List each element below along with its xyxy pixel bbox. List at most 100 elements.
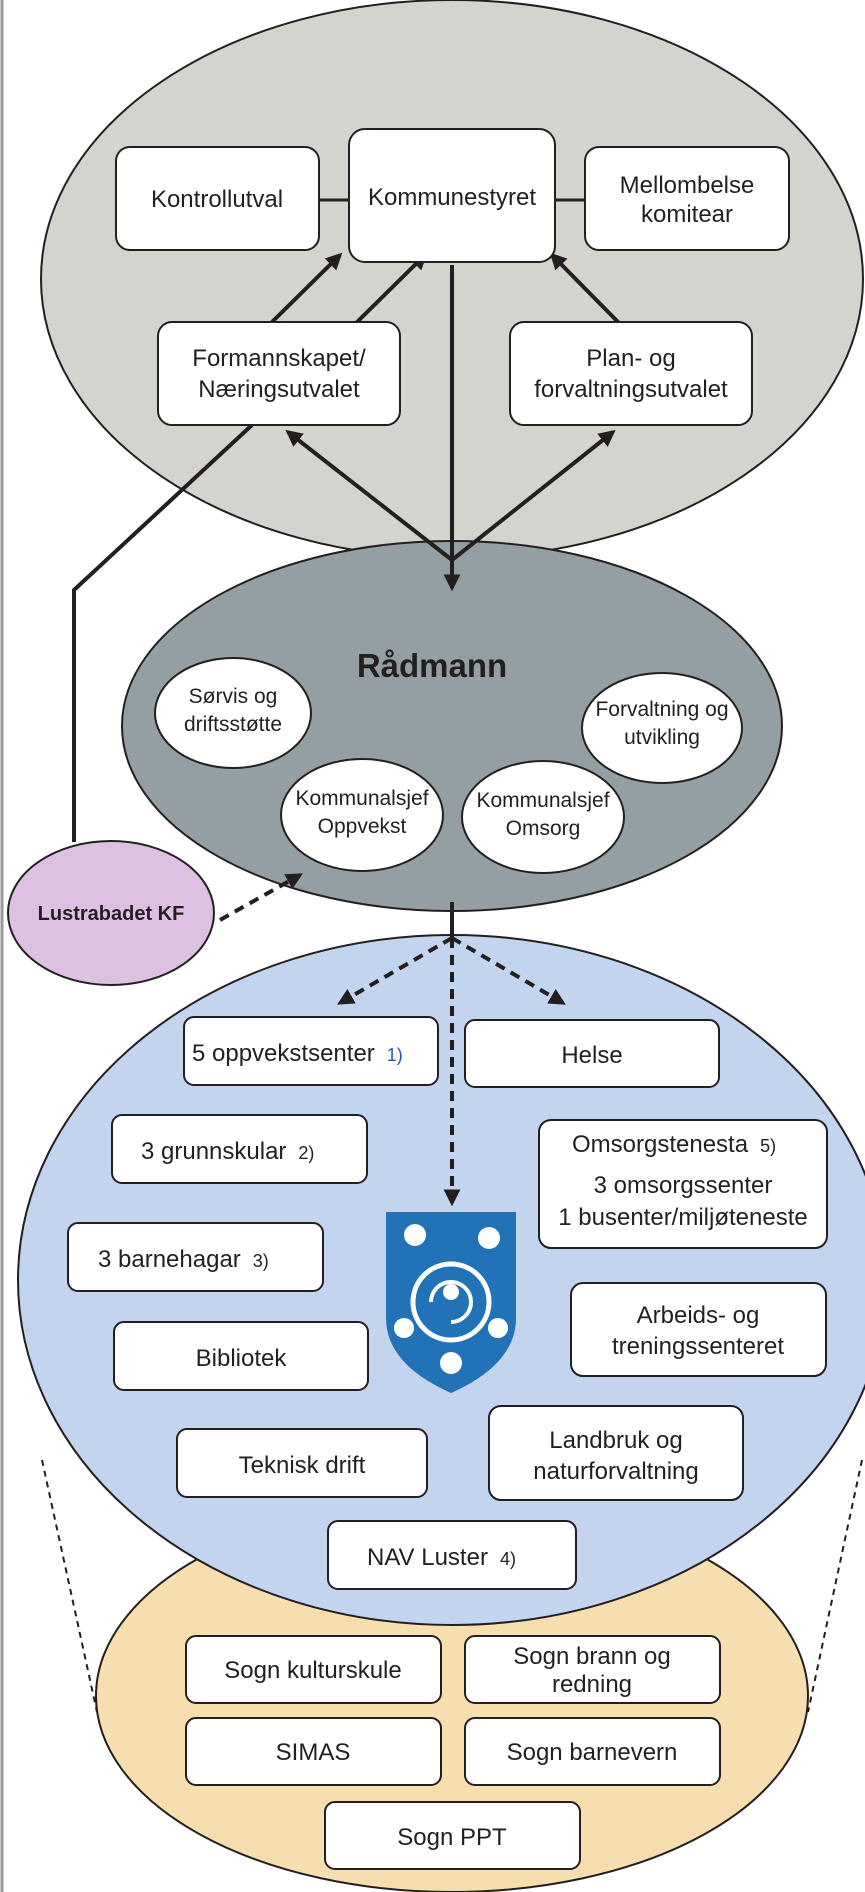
box-bibliotek: Bibliotek	[113, 1321, 369, 1391]
note-nav: 4)	[500, 1549, 516, 1569]
box-kontrollutval-rect	[115, 146, 320, 251]
label-omsorgstenesta-line1: Omsorgstenesta 5)	[572, 1131, 776, 1158]
label-kommunestyret: Kommunestyret	[368, 184, 536, 211]
ellipse-lustrabadet: Lustrabadet KF	[7, 840, 215, 986]
box-kulturskule-rect	[185, 1635, 442, 1704]
text-barnehagar: 3 barnehagar	[98, 1246, 241, 1273]
crest-leaf-5-icon	[440, 1352, 462, 1374]
note-grunnskular: 2)	[298, 1143, 314, 1163]
label-forvaltning-line1: Forvaltning og	[595, 698, 728, 721]
arrow-formannskapet-to-kommunestyret-2	[353, 252, 428, 326]
box-arbeids-rect	[570, 1282, 827, 1377]
box-mellombelse: Mellombelse komitear	[584, 146, 790, 251]
label-arbeids-line2: treningssenteret	[612, 1333, 784, 1360]
box-barnevern-rect	[464, 1717, 721, 1786]
crest-leaf-4-icon	[488, 1318, 508, 1338]
text-oppvekstsenter: 5 oppvekstsenter	[192, 1040, 375, 1067]
label-nav: NAV Luster 4)	[367, 1544, 516, 1571]
label-sorvis-line2: driftsstøtte	[184, 713, 282, 736]
arrow-dashed-to-oppvekstsenter	[337, 936, 454, 1005]
radmann-title: Rådmann	[357, 647, 507, 684]
ellipse-sorvis-shape	[154, 657, 312, 769]
label-landbruk-line2: naturforvaltning	[533, 1458, 698, 1485]
crest-spiral-icon	[410, 1261, 492, 1343]
crest-inner-spiral-icon	[429, 1280, 473, 1324]
label-oppvekst-line1: Kommunalsjef	[295, 787, 428, 810]
box-arbeids: Arbeids- og treningssenteret	[570, 1282, 827, 1377]
label-helse: Helse	[561, 1042, 622, 1069]
label-ppt: Sogn PPT	[397, 1824, 507, 1851]
projection-line-left	[41, 1459, 98, 1713]
label-oppvekst-line2: Oppvekst	[318, 815, 407, 838]
text-grunnskular: 3 grunnskular	[141, 1138, 286, 1165]
label-plan-line1: Plan- og	[586, 345, 675, 372]
label-plan-line2: forvaltningsutvalet	[534, 376, 728, 403]
label-oppvekstsenter: 5 oppvekstsenter 1)	[192, 1040, 403, 1067]
crest-leaf-3-icon	[394, 1318, 414, 1338]
text-omsorgstenesta: Omsorgstenesta	[572, 1131, 749, 1158]
arrow-formannskapet-to-kommunestyret-1	[268, 252, 343, 326]
crest-leaf-1-icon	[404, 1224, 426, 1246]
box-brann-rect	[464, 1635, 721, 1704]
crest-leaf-6-icon	[443, 1284, 459, 1300]
box-plan-rect	[509, 321, 753, 426]
box-barnevern: Sogn barnevern	[464, 1717, 721, 1786]
box-omsorgstenesta-rect	[538, 1119, 828, 1249]
label-mellombelse-line1: Mellombelse	[620, 172, 755, 199]
ellipse-forvaltning-shape	[581, 672, 743, 784]
projection-line-right	[807, 1459, 863, 1713]
ellipse-lustrabadet-shape	[7, 840, 215, 986]
box-brann: Sogn brann og redning	[464, 1635, 721, 1704]
label-bibliotek: Bibliotek	[196, 1345, 288, 1372]
label-formannskapet-line1: Formannskapet/	[192, 345, 366, 372]
label-grunnskular: 3 grunnskular 2)	[141, 1138, 314, 1165]
note-oppvekstsenter: 1)	[387, 1045, 403, 1065]
arrow-dashed-lustrabadet-to-radmann	[219, 873, 303, 922]
box-kulturskule: Sogn kulturskule	[185, 1635, 442, 1704]
crest-shield-icon	[386, 1212, 516, 1393]
label-forvaltning-line2: utvikling	[624, 726, 700, 749]
text-nav: NAV Luster	[367, 1544, 488, 1571]
ellipse-oppvekst-shape	[280, 758, 444, 872]
arrow-dashed-to-helse	[450, 936, 566, 1005]
ellipse-forvaltning: Forvaltning og utvikling	[581, 672, 743, 784]
box-oppvekstsenter: 5 oppvekstsenter 1)	[183, 1016, 439, 1086]
label-lustrabadet: Lustrabadet KF	[38, 903, 185, 925]
box-ppt: Sogn PPT	[324, 1801, 581, 1870]
box-helse: Helse	[464, 1019, 720, 1088]
label-formannskapet-line2: Næringsutvalet	[198, 376, 360, 403]
label-omsorgstenesta-line3: 1 busenter/miljøteneste	[558, 1204, 807, 1231]
box-ppt-rect	[324, 1801, 581, 1870]
box-teknisk-rect	[176, 1428, 428, 1498]
arrow-radmann-to-formannskapet	[285, 429, 454, 562]
box-mellombelse-rect	[584, 146, 790, 251]
note-omsorgstenesta: 5)	[760, 1136, 776, 1156]
label-omsorgstenesta-line2: 3 omsorgssenter	[594, 1172, 773, 1199]
box-kommunestyret: Kommunestyret	[348, 128, 556, 263]
box-kommunestyret-rect	[348, 128, 556, 263]
municipal-crest	[386, 1212, 516, 1393]
line-formannskapet-to-lustrabadet	[72, 423, 254, 842]
label-barnevern: Sogn barnevern	[507, 1739, 678, 1766]
box-formannskapet: Formannskapet/ Næringsutvalet	[157, 321, 401, 426]
crest-leaf-2-icon	[478, 1227, 500, 1249]
box-barnehagar-rect	[67, 1222, 324, 1292]
label-mellombelse-line2: komitear	[641, 201, 733, 228]
label-brann-line2: redning	[552, 1671, 632, 1698]
arrow-plan-to-kommunestyret	[549, 252, 622, 326]
box-nav: NAV Luster 4)	[327, 1520, 577, 1590]
label-simas: SIMAS	[276, 1739, 351, 1766]
box-nav-rect	[327, 1520, 577, 1590]
ellipse-sorvis: Sørvis og driftsstøtte	[154, 657, 312, 769]
box-plan: Plan- og forvaltningsutvalet	[509, 321, 753, 426]
box-oppvekstsenter-rect	[183, 1016, 439, 1086]
box-kontrollutval: Kontrollutval	[115, 146, 320, 251]
label-kontrollutval: Kontrollutval	[151, 186, 283, 213]
label-sorvis-line1: Sørvis og	[189, 685, 278, 708]
label-omsorg-line2: Omsorg	[506, 817, 581, 840]
box-grunnskular: 3 grunnskular 2)	[111, 1114, 368, 1184]
box-landbruk-rect	[488, 1405, 744, 1501]
